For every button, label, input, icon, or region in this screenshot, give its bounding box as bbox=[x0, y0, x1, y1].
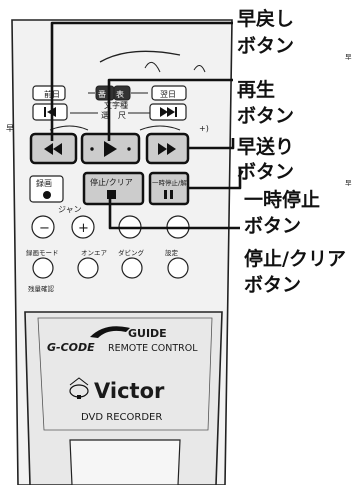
pause-button[interactable] bbox=[148, 171, 190, 206]
victor-brand: Victor bbox=[94, 379, 165, 403]
plus-button[interactable] bbox=[71, 215, 95, 239]
pause-callout-line bbox=[188, 168, 242, 190]
jump-label: ジャン bbox=[58, 205, 82, 214]
side-mark-1: 早 bbox=[345, 53, 352, 61]
brand-area: GUIDE G-CODE REMOTE CONTROL Victor DVD R… bbox=[47, 326, 198, 423]
settings-label: 設定 bbox=[165, 248, 179, 257]
prev-day-button[interactable] bbox=[32, 85, 66, 101]
stop-callout-title: 停止/クリア bbox=[244, 247, 346, 270]
pause-icon bbox=[164, 190, 173, 199]
left-edge-label: 早 bbox=[6, 124, 14, 133]
remaining-label: 残量確認 bbox=[28, 284, 55, 293]
callout-lines bbox=[50, 21, 242, 230]
rec-mode-button[interactable] bbox=[32, 257, 54, 279]
ff-callout-sub: ボタン bbox=[237, 161, 294, 183]
stop-callout-line bbox=[108, 195, 240, 230]
remote-control-text: REMOTE CONTROL bbox=[108, 343, 198, 354]
rewind-button[interactable] bbox=[29, 132, 78, 165]
pause-callout-sub: ボタン bbox=[244, 215, 301, 237]
guide-logo-text: GUIDE bbox=[128, 327, 167, 340]
gcode-logo: G-CODE bbox=[47, 341, 95, 354]
guide-label-1: 番 bbox=[98, 89, 106, 99]
on-air-label: オンエア bbox=[81, 249, 108, 257]
play-callout-line bbox=[107, 78, 233, 141]
record-button[interactable] bbox=[43, 191, 51, 199]
play-callout-title: 再生 bbox=[237, 78, 275, 101]
ff-callout-line bbox=[188, 138, 235, 150]
side-mark-2: 早 bbox=[345, 179, 352, 187]
rec-mode-label: 録画モード bbox=[26, 248, 59, 257]
char-type-label: 文字種 bbox=[104, 100, 128, 110]
minus-label: − bbox=[39, 221, 50, 236]
stop-icon bbox=[107, 190, 116, 199]
gguide-logo: GUIDE bbox=[90, 326, 167, 340]
next-day-label: 翌日 bbox=[160, 90, 176, 99]
play-callout-sub: ボタン bbox=[237, 105, 294, 127]
rewind-callout-sub: ボタン bbox=[237, 35, 294, 57]
fast-forward-icon bbox=[158, 143, 176, 155]
plus-label: + bbox=[78, 221, 89, 236]
select-label: 選 bbox=[101, 110, 109, 120]
ff-callout-title: 早送り bbox=[237, 135, 294, 158]
skip-forward-icon bbox=[160, 107, 177, 117]
guide-label-2: 表 bbox=[116, 89, 124, 99]
play-icon bbox=[90, 141, 131, 157]
dubbing-label: ダビング bbox=[118, 248, 145, 257]
dubbing-button[interactable] bbox=[121, 257, 143, 279]
next-day-button[interactable] bbox=[151, 85, 187, 101]
row1-buttons: 前日 番 表 翌日 文字種 選 尺 bbox=[32, 85, 187, 121]
pause-callout-title: 一時停止 bbox=[244, 188, 320, 211]
stop-label: 停止/クリア bbox=[90, 177, 133, 187]
row2-transport: 早 +) bbox=[6, 124, 209, 165]
row5-buttons: 録画モード オンエア ダビング 設定 残量確認 bbox=[26, 248, 189, 293]
on-air-button[interactable] bbox=[77, 257, 99, 279]
shaku-label: 尺 bbox=[118, 111, 126, 120]
callouts: 早戻し ボタン 再生 ボタン 早送り ボタン 一時停止 ボタン 停止/クリア ボ… bbox=[237, 7, 346, 296]
stop-button[interactable] bbox=[82, 171, 145, 206]
row3-buttons: 録画 停止/クリア 一時停止/解 bbox=[29, 171, 190, 206]
minus-button[interactable] bbox=[31, 215, 55, 239]
rewind-callout-title: 早戻し bbox=[237, 7, 294, 30]
rewind-callout-line bbox=[50, 21, 233, 141]
pause-label: 一時停止/解 bbox=[152, 178, 187, 187]
product-name: DVD RECORDER bbox=[81, 412, 162, 423]
right-edge-label: +) bbox=[199, 124, 209, 133]
victor-dog-logo bbox=[69, 377, 89, 399]
record-label: 録画 bbox=[36, 178, 52, 188]
rewind-icon bbox=[44, 143, 62, 155]
settings-button[interactable] bbox=[167, 257, 189, 279]
stop-callout-sub: ボタン bbox=[244, 274, 301, 296]
